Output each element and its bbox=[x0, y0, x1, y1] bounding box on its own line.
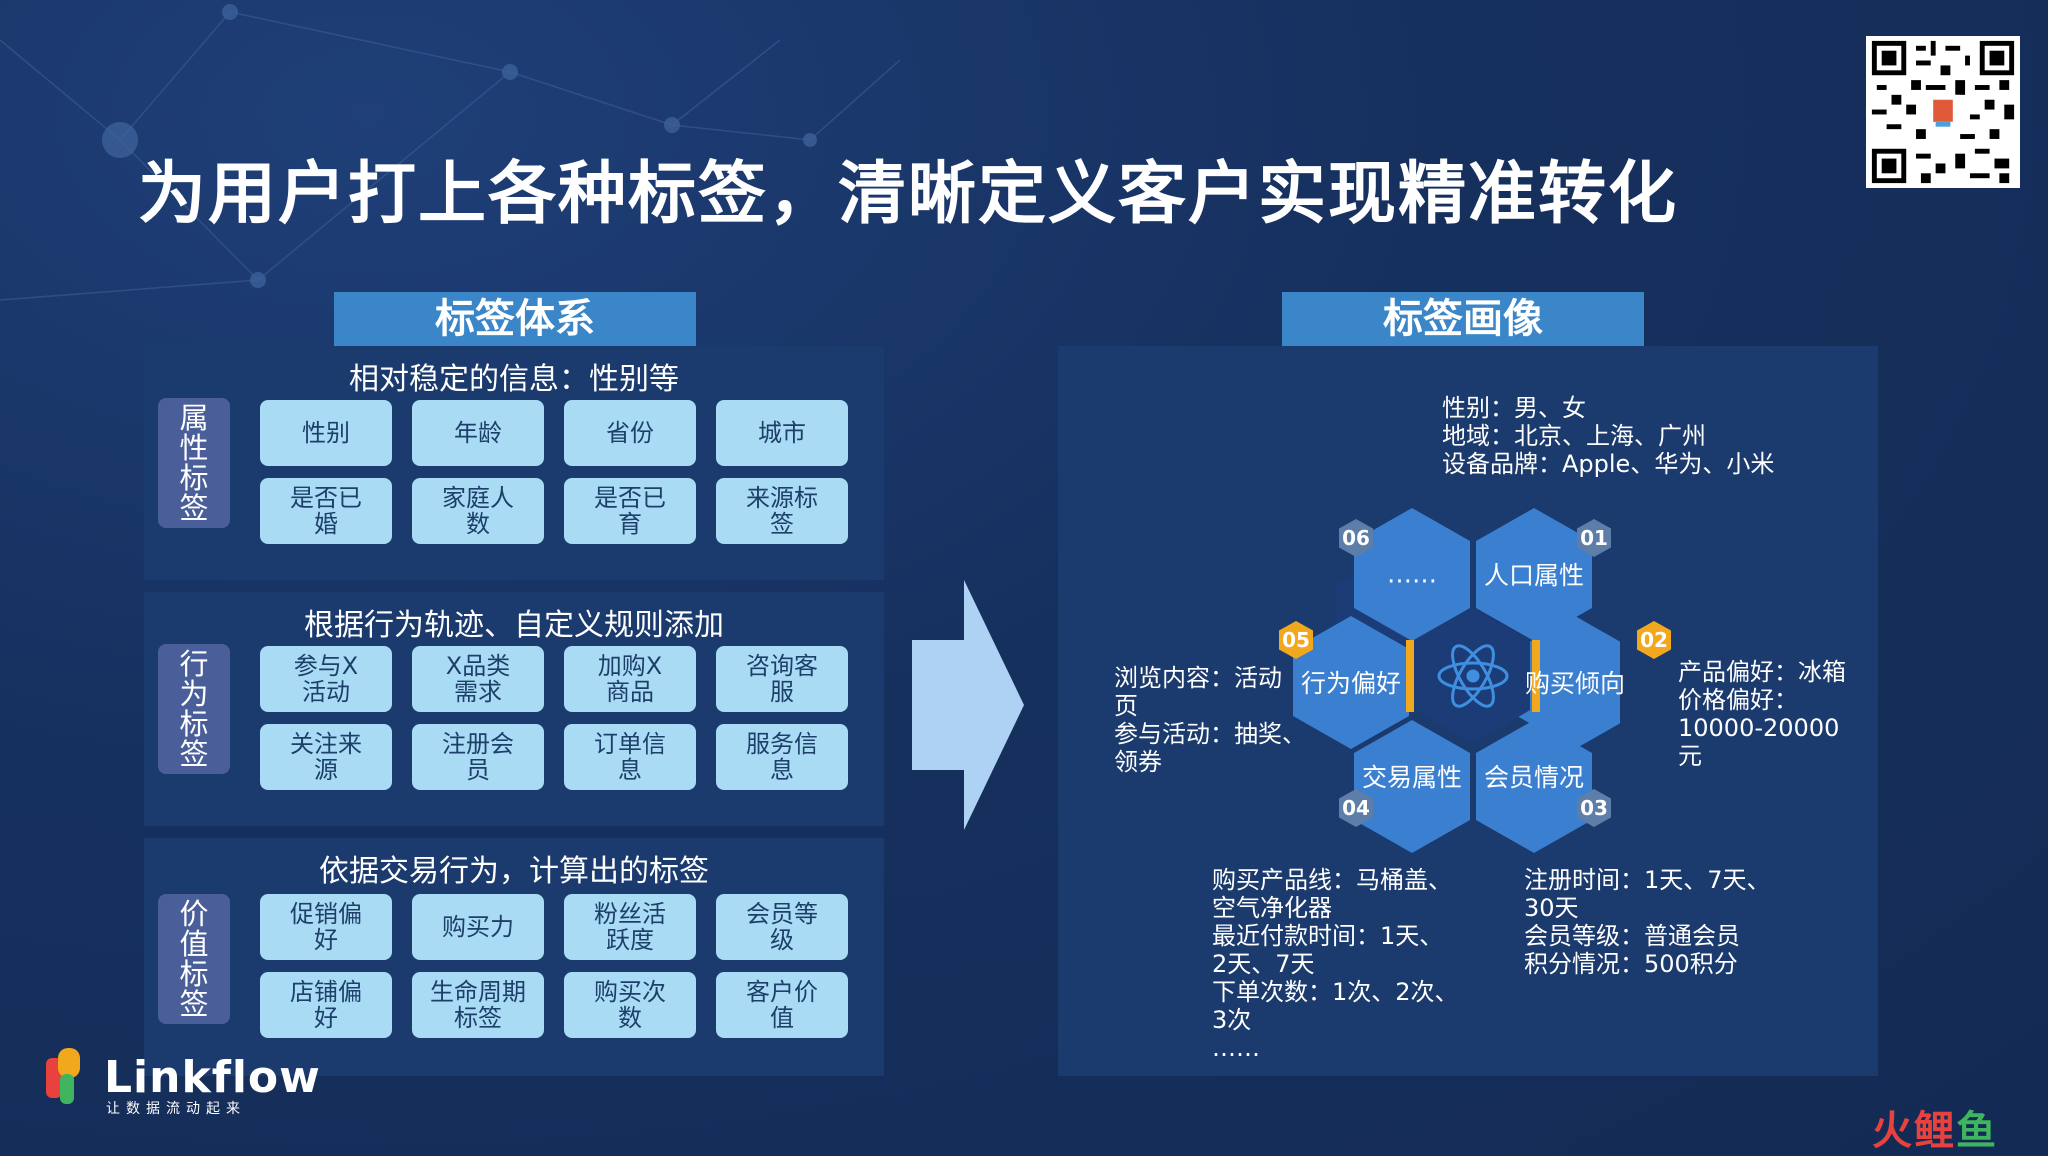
tag-service-info[interactable]: 服务信息 bbox=[716, 724, 848, 790]
hex-04 bbox=[1354, 720, 1470, 853]
info-purchase-intent: 产品偏好：冰箱 价格偏好： 10000-20000 元 bbox=[1678, 658, 1846, 770]
tag-purchasing-power[interactable]: 购买力 bbox=[412, 894, 544, 960]
tag-profile-header: 标签画像 bbox=[1282, 292, 1644, 346]
side-label-attribute: 属 性 标 签 bbox=[158, 398, 230, 528]
badge-04: 04 bbox=[1336, 788, 1376, 828]
tag-register-member[interactable]: 注册会员 bbox=[412, 724, 544, 790]
tag-follow-source[interactable]: 关注来源 bbox=[260, 724, 392, 790]
side-label-behavior: 行 为 标 签 bbox=[158, 644, 230, 774]
info-demographics: 性别：男、女 地域：北京、上海、广州 设备品牌：Apple、华为、小米 bbox=[1442, 394, 1775, 478]
hex-label-05: 行为偏好 bbox=[1300, 669, 1402, 698]
badge-02: 02 bbox=[1634, 620, 1674, 660]
logo-tagline: 让数据流动起来 bbox=[106, 1101, 246, 1117]
tag-province[interactable]: 省份 bbox=[564, 400, 696, 466]
info-membership: 注册时间：1天、7天、 30天 会员等级：普通会员 积分情况：500积分 bbox=[1524, 866, 1771, 978]
tag-lifecycle[interactable]: 生命周期标签 bbox=[412, 972, 544, 1038]
tag-purchase-count[interactable]: 购买次数 bbox=[564, 972, 696, 1038]
hex-03 bbox=[1476, 720, 1592, 853]
badge-01: 01 bbox=[1574, 518, 1614, 558]
value-tag-panel: 依据交易行为，计算出的标签 价 值 标 签 促销偏好 购买力 粉丝活跃度 会员等… bbox=[144, 838, 884, 1076]
hex-label-02: 购买倾向 bbox=[1524, 669, 1626, 698]
atom-icon bbox=[1437, 644, 1509, 708]
hex-label-01: 人口属性 bbox=[1483, 561, 1585, 590]
info-behavior: 浏览内容：活动 页 参与活动：抽奖、 领券 bbox=[1114, 664, 1306, 776]
tag-consult-service[interactable]: 咨询客服 bbox=[716, 646, 848, 712]
tag-promo-preference[interactable]: 促销偏好 bbox=[260, 894, 392, 960]
hexagon-ring bbox=[1293, 508, 1620, 853]
info-transaction: 购买产品线：马桶盖、 空气净化器 最近付款时间：1天、 2天、7天 下单次数：1… bbox=[1212, 866, 1459, 1062]
logo-text: Linkflow bbox=[104, 1052, 321, 1103]
badge-06: 06 bbox=[1336, 518, 1376, 558]
tag-category-demand[interactable]: X品类需求 bbox=[412, 646, 544, 712]
badge-05: 05 bbox=[1276, 620, 1316, 660]
tag-family-size[interactable]: 家庭人数 bbox=[412, 478, 544, 544]
tag-city[interactable]: 城市 bbox=[716, 400, 848, 466]
side-label-value: 价 值 标 签 bbox=[158, 894, 230, 1024]
tag-age[interactable]: 年龄 bbox=[412, 400, 544, 466]
linkflow-logo-icon bbox=[46, 1048, 80, 1104]
qr-code-icon bbox=[1866, 36, 2020, 188]
hex-05 bbox=[1293, 616, 1409, 749]
tag-customer-value[interactable]: 客户价值 bbox=[716, 972, 848, 1038]
hex-label-06: …… bbox=[1387, 559, 1437, 589]
hex-label-04: 交易属性 bbox=[1361, 763, 1463, 792]
watermark: 火鲤鱼 bbox=[1872, 1108, 1998, 1154]
group-title: 依据交易行为，计算出的标签 bbox=[319, 854, 709, 889]
tag-system-header: 标签体系 bbox=[334, 292, 696, 346]
group-title: 根据行为轨迹、自定义规则添加 bbox=[304, 608, 724, 643]
tag-member-level[interactable]: 会员等级 bbox=[716, 894, 848, 960]
tag-source[interactable]: 来源标签 bbox=[716, 478, 848, 544]
tag-order-info[interactable]: 订单信息 bbox=[564, 724, 696, 790]
page-title: 为用户打上各种标签，清晰定义客户实现精准转化 bbox=[138, 155, 1679, 234]
arrow-right-icon bbox=[912, 580, 1024, 830]
tag-gender[interactable]: 性别 bbox=[260, 400, 392, 466]
tag-married[interactable]: 是否已婚 bbox=[260, 478, 392, 544]
badge-03: 03 bbox=[1574, 788, 1614, 828]
hex-label-03: 会员情况 bbox=[1483, 763, 1585, 792]
tag-store-preference[interactable]: 店铺偏好 bbox=[260, 972, 392, 1038]
tag-fan-activity[interactable]: 粉丝活跃度 bbox=[564, 894, 696, 960]
hex-02 bbox=[1517, 616, 1620, 749]
hex-01 bbox=[1476, 508, 1592, 641]
group-title: 相对稳定的信息：性别等 bbox=[349, 362, 679, 397]
attribute-tag-panel: 相对稳定的信息：性别等 属 性 标 签 性别 年龄 省份 城市 是否已婚 家庭人… bbox=[144, 346, 884, 580]
tag-has-children[interactable]: 是否已育 bbox=[564, 478, 696, 544]
hex-06 bbox=[1354, 508, 1470, 641]
